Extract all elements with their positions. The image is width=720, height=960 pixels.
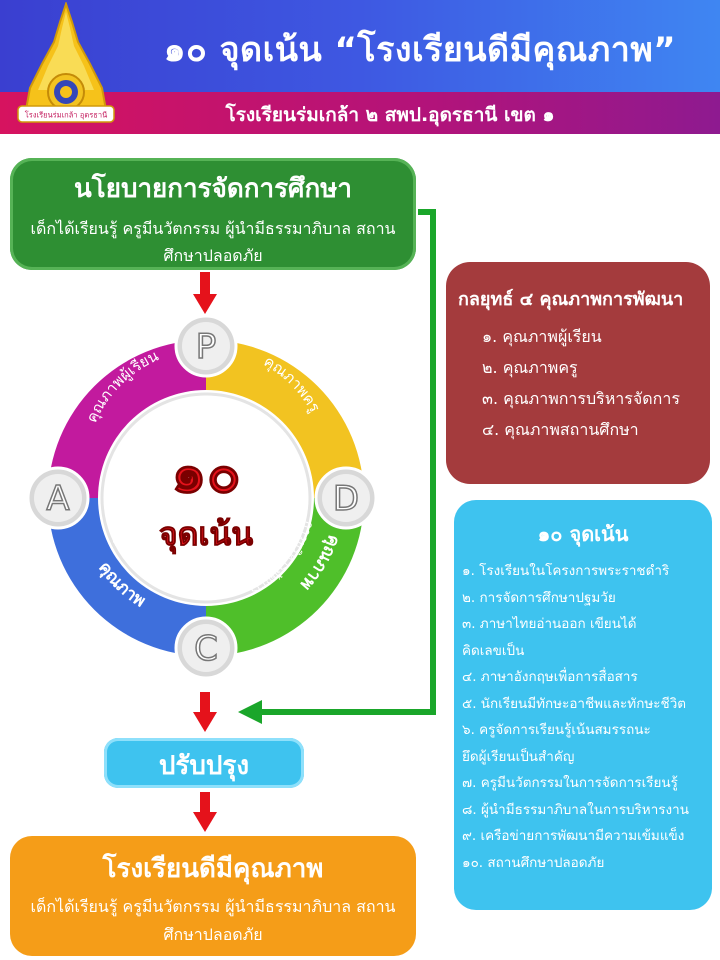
improve-box: ปรับปรุง	[104, 738, 304, 788]
focus-item: ๑๐. สถานศึกษาปลอดภัย	[462, 854, 605, 871]
focus-item: ๕. นักเรียนมีทักษะอาชีพและทักษะชีวิต	[462, 695, 687, 712]
arrow-cycle-to-improve	[193, 692, 217, 732]
cycle-center	[100, 392, 312, 604]
focus-title: ๑๐ จุดเน้น	[537, 522, 629, 546]
focus-item: ๓. ภาษาไทยอ่านออก เขียนได้ คิดเลขเป็น	[462, 616, 637, 659]
focus-item: ๘. ผู้นำมีธรรมาภิบาลในการบริหารงาน	[462, 801, 689, 818]
focus-list: ๑. โรงเรียนในโครงการพระราชดำริ ๒. การจัด…	[454, 558, 712, 876]
header-banner: ๑๐ จุดเน้น “โรงเรียนดีมีคุณภาพ”	[0, 0, 720, 92]
segment-management-quality	[206, 498, 364, 656]
node-d-label: D	[333, 479, 359, 519]
focus-item: ๗. ครูมีนวัตกรรมในการจัดการเรียนรู้	[462, 775, 678, 791]
school-name: โรงเรียนร่มเกล้า ๒ สพป.อุดรธานี เขต ๑	[225, 104, 555, 126]
center-label: จุดเน้น	[159, 515, 253, 555]
center-number: ๑๐	[171, 441, 241, 506]
emblem-caption: โรงเรียนร่มเกล้า อุดรธานี	[25, 111, 107, 120]
segment-school-quality	[48, 498, 206, 656]
node-c: C	[174, 616, 238, 680]
segment-student-quality	[48, 340, 206, 498]
focus-points-box: ๑๐ จุดเน้น ๑. โรงเรียนในโครงการพระราชดำร…	[454, 500, 712, 910]
strategy-item: ๔. คุณภาพสถานศึกษา	[482, 420, 639, 439]
strategy-title: กลยุทธ์ ๔ คุณภาพการพัฒนา	[458, 289, 684, 310]
node-p: P	[174, 314, 238, 378]
focus-item: ๔. ภาษาอังกฤษเพื่อการสื่อสาร	[462, 669, 638, 685]
arrow-policy-feedback	[238, 209, 436, 724]
node-a-label: A	[46, 479, 69, 519]
node-a: A	[26, 466, 90, 530]
page-title: ๑๐ จุดเน้น “โรงเรียนดีมีคุณภาพ”	[163, 30, 677, 70]
improve-label: ปรับปรุง	[158, 751, 250, 781]
strategy-item: ๓. คุณภาพการบริหารจัดการ	[482, 389, 680, 408]
node-d: D	[314, 466, 378, 530]
policy-box: นโยบายการจัดการศึกษา เด็กได้เรียนรู้ ครู…	[10, 158, 416, 270]
result-title: โรงเรียนดีมีคุณภาพ	[102, 854, 324, 884]
focus-item: ๑. โรงเรียนในโครงการพระราชดำริ	[462, 563, 670, 579]
school-emblem: โรงเรียนร่มเกล้า อุดรธานี	[17, 2, 115, 123]
policy-title: นโยบายการจัดการศึกษา	[73, 174, 353, 204]
strategy-box: กลยุทธ์ ๔ คุณภาพการพัฒนา ๑. คุณภาพผู้เรี…	[446, 262, 710, 484]
strategy-item: ๒. คุณภาพครู	[482, 358, 578, 377]
strategy-item: ๑. คุณภาพผู้เรียน	[482, 327, 602, 346]
policy-description: เด็กได้เรียนรู้ ครูมีนวัตกรรม ผู้นำมีธรร…	[30, 219, 396, 265]
arrow-improve-to-result	[193, 792, 217, 832]
result-box: โรงเรียนดีมีคุณภาพ เด็กได้เรียนรู้ ครูมี…	[10, 836, 416, 956]
focus-item: ๖. ครูจัดการเรียนรู้เน้นสมรรถนะ ยึดผู้เร…	[462, 722, 651, 765]
school-banner: โรงเรียนร่มเกล้า ๒ สพป.อุดรธานี เขต ๑	[0, 92, 720, 134]
focus-item: ๒. การจัดการศึกษาปฐมวัย	[462, 589, 616, 606]
strategy-list: ๑. คุณภาพผู้เรียน ๒. คุณภาพครู ๓. คุณภาพ…	[446, 321, 710, 445]
segment-teacher-quality	[206, 340, 364, 498]
focus-item: ๙. เครือข่ายการพัฒนามีความเข้มแข็ง	[462, 828, 685, 844]
node-c-label: C	[194, 629, 218, 669]
result-description: เด็กได้เรียนรู้ ครูมีนวัตกรรม ผู้นำมีธรร…	[30, 897, 396, 944]
arrow-policy-to-cycle	[193, 272, 217, 314]
node-p-label: P	[196, 327, 217, 367]
